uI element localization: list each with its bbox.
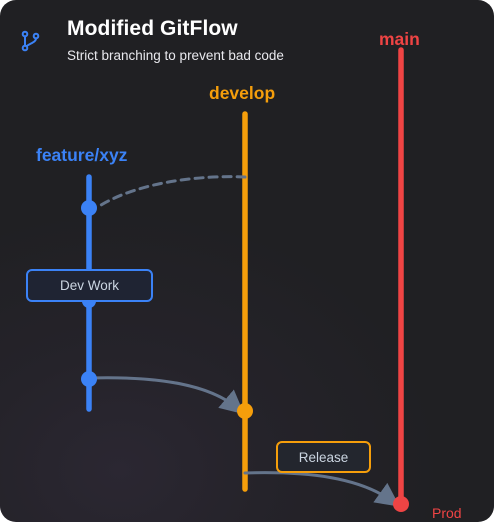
feature-branch-label: feature/xyz <box>36 145 128 165</box>
main-prod-node <box>393 496 409 512</box>
develop-branch-label: develop <box>209 83 276 103</box>
develop-merge-node <box>237 403 253 419</box>
main-branch-label: main <box>379 29 420 49</box>
dev-work-label: Dev Work <box>59 278 119 293</box>
feature-commit-node-start <box>81 200 97 216</box>
merge-to-develop-connector <box>87 376 245 415</box>
release-label: Release <box>298 449 349 465</box>
git-branch-icon <box>21 30 40 52</box>
prod-label: Prod <box>432 505 462 521</box>
feature-commit-node-end <box>81 371 97 387</box>
branch-off-connector <box>99 175 247 207</box>
release-connector <box>243 471 400 507</box>
dev-work-box: Dev Work <box>26 269 153 302</box>
page-title: Modified GitFlow <box>67 17 238 40</box>
release-box: Release <box>276 441 371 473</box>
page-subtitle: Strict branching to prevent bad code <box>67 48 284 63</box>
